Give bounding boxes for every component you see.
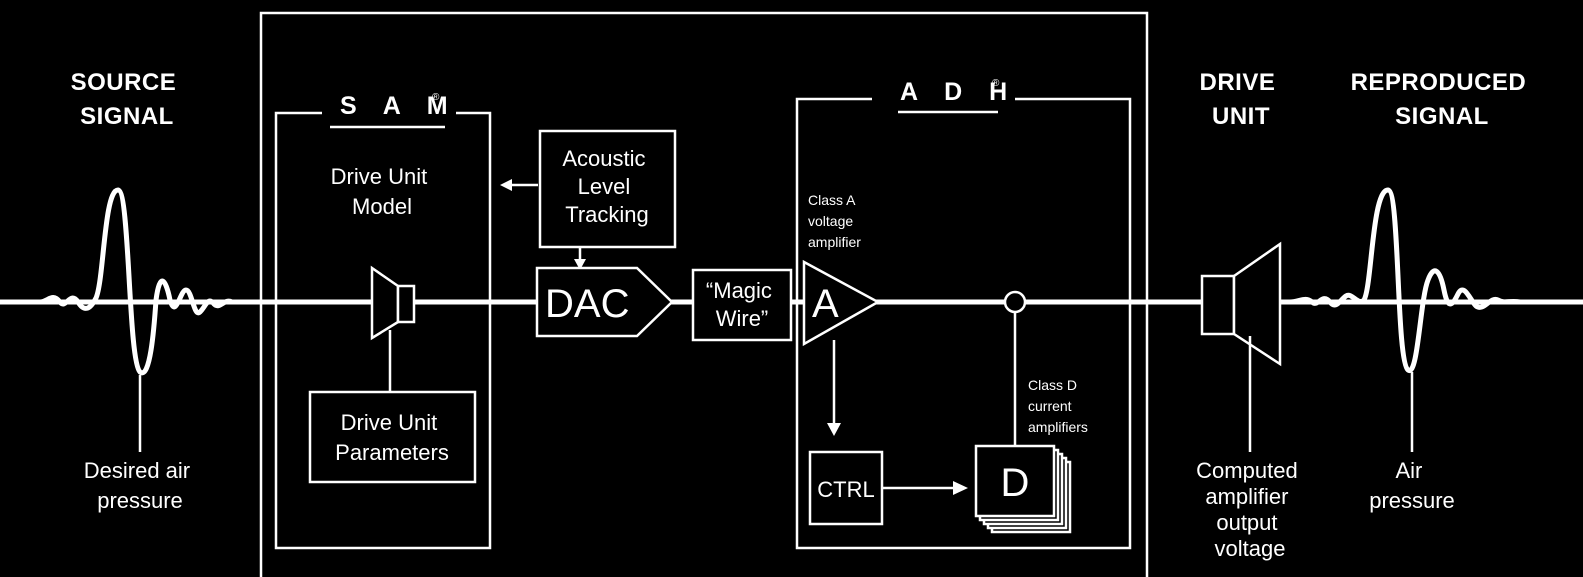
source-signal-line: SOURCE <box>71 69 177 96</box>
speaker-icon <box>370 265 400 341</box>
dac-block <box>535 266 674 338</box>
alt-line: Level <box>578 174 631 199</box>
class-d-line: Class D <box>1028 377 1077 393</box>
class-d-line: amplifiers <box>1028 419 1088 435</box>
arrowhead-right-icon <box>953 481 968 495</box>
magic-line: “Magic <box>706 278 772 303</box>
class-a-amplifier <box>802 259 881 347</box>
params-line: Drive Unit <box>341 410 438 435</box>
drive-unit-magnet <box>1200 274 1236 336</box>
class-a-line: voltage <box>808 213 853 229</box>
sam-brand-label: S A M <box>340 92 458 120</box>
arrowhead-down-icon <box>574 259 586 270</box>
desired-air-pressure-label: Desired air pressure <box>84 458 197 513</box>
air-line: Air <box>1395 458 1422 483</box>
model-line: Model <box>352 194 412 219</box>
drive-unit-model-label: Drive Unit Model <box>331 164 434 219</box>
amp-d-label: D <box>1001 461 1030 505</box>
source-waveform <box>39 187 250 376</box>
sam-box <box>274 111 492 550</box>
sam-reg-mark: ® <box>432 92 440 103</box>
reproduced-signal-label: REPRODUCED SIGNAL <box>1351 69 1534 130</box>
reproduced-line: SIGNAL <box>1395 103 1489 130</box>
computed-line: output <box>1216 510 1277 535</box>
class-a-line: amplifier <box>808 234 861 250</box>
source-signal-label: SOURCE SIGNAL <box>71 69 184 130</box>
class-d-label: Class D current amplifiers <box>1028 377 1088 435</box>
class-a-line: Class A <box>808 192 856 208</box>
magic-wire-box <box>691 268 793 342</box>
adh-reg-mark: ® <box>992 78 1000 89</box>
model-line: Drive Unit <box>331 164 428 189</box>
class-d-line: current <box>1028 398 1072 414</box>
source-signal-line: SIGNAL <box>80 103 174 130</box>
params-line: Parameters <box>335 440 449 465</box>
desired-line: pressure <box>97 488 183 513</box>
dac-label: DAC <box>545 282 629 326</box>
drive-unit-speaker-icon <box>1232 241 1282 367</box>
acoustic-level-tracking-box <box>538 129 677 249</box>
computed-line: amplifier <box>1205 484 1288 509</box>
computed-line: voltage <box>1215 536 1286 561</box>
reproduced-waveform <box>1289 187 1521 373</box>
magic-wire-label: “Magic Wire” <box>706 278 778 331</box>
drive-unit-line: UNIT <box>1212 103 1270 130</box>
arrowhead-left-icon <box>500 179 512 191</box>
acoustic-level-tracking-label: Acoustic Level Tracking <box>562 146 651 227</box>
outer-system-box <box>259 11 1149 577</box>
reproduced-line: REPRODUCED <box>1351 69 1527 96</box>
alt-line: Tracking <box>565 202 649 227</box>
alt-line: Acoustic <box>562 146 645 171</box>
ctrl-label: CTRL <box>817 477 874 502</box>
air-line: pressure <box>1369 488 1455 513</box>
class-a-label: Class A voltage amplifier <box>808 192 861 250</box>
air-pressure-label: Air pressure <box>1369 458 1455 513</box>
magic-line: Wire” <box>716 306 769 331</box>
drive-unit-parameters-box <box>308 390 477 484</box>
speaker-magnet <box>396 284 416 324</box>
junction-node <box>1003 290 1027 314</box>
drive-unit-line: DRIVE <box>1199 69 1275 96</box>
drive-unit-label: DRIVE UNIT <box>1199 69 1282 130</box>
drive-unit-parameters-label: Drive Unit Parameters <box>335 410 449 465</box>
adh-box <box>795 97 1132 550</box>
computed-voltage-label: Computed amplifier output voltage <box>1196 458 1304 561</box>
arrowhead-down-icon <box>827 423 841 436</box>
amp-a-label: A <box>812 282 839 326</box>
computed-line: Computed <box>1196 458 1298 483</box>
desired-line: Desired air <box>84 458 190 483</box>
adh-brand-label: A D H <box>900 78 1017 106</box>
